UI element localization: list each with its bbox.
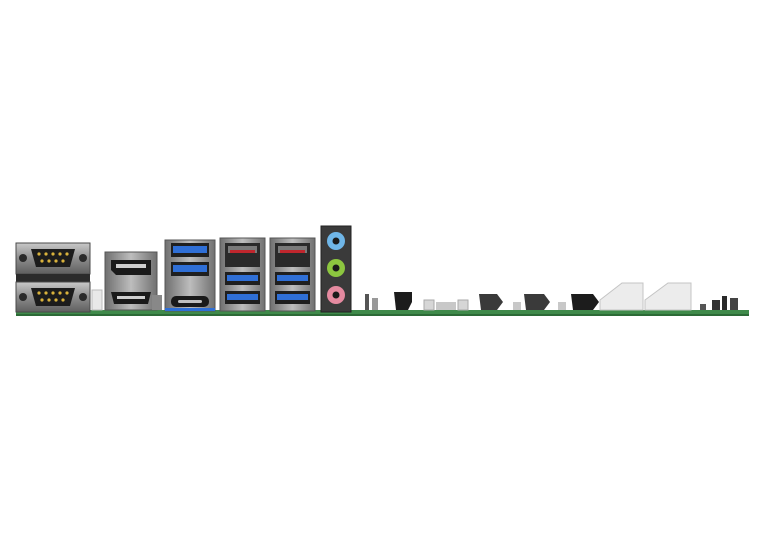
ethernet-port	[219, 237, 266, 312]
screw-icon	[19, 293, 27, 301]
serial-port-top	[15, 242, 91, 275]
usb-icon	[277, 275, 308, 281]
usb-icon	[227, 275, 258, 281]
ethernet-port	[269, 237, 316, 312]
screw-icon	[79, 293, 87, 301]
serial-port-bottom	[15, 281, 91, 313]
usb-c-port	[171, 296, 209, 307]
usb-icon	[277, 294, 308, 300]
board-components	[365, 282, 738, 311]
screw-icon	[19, 254, 27, 262]
usb-icon	[173, 246, 207, 253]
db9-connector-icon	[31, 249, 75, 267]
usb-icon	[173, 265, 207, 272]
hdmi-port	[111, 292, 151, 304]
audio-jacks	[320, 225, 352, 313]
usb-icon	[227, 294, 258, 300]
screw-icon	[79, 254, 87, 262]
db9-connector-icon	[31, 288, 75, 306]
pcb-board-edge	[16, 310, 749, 316]
